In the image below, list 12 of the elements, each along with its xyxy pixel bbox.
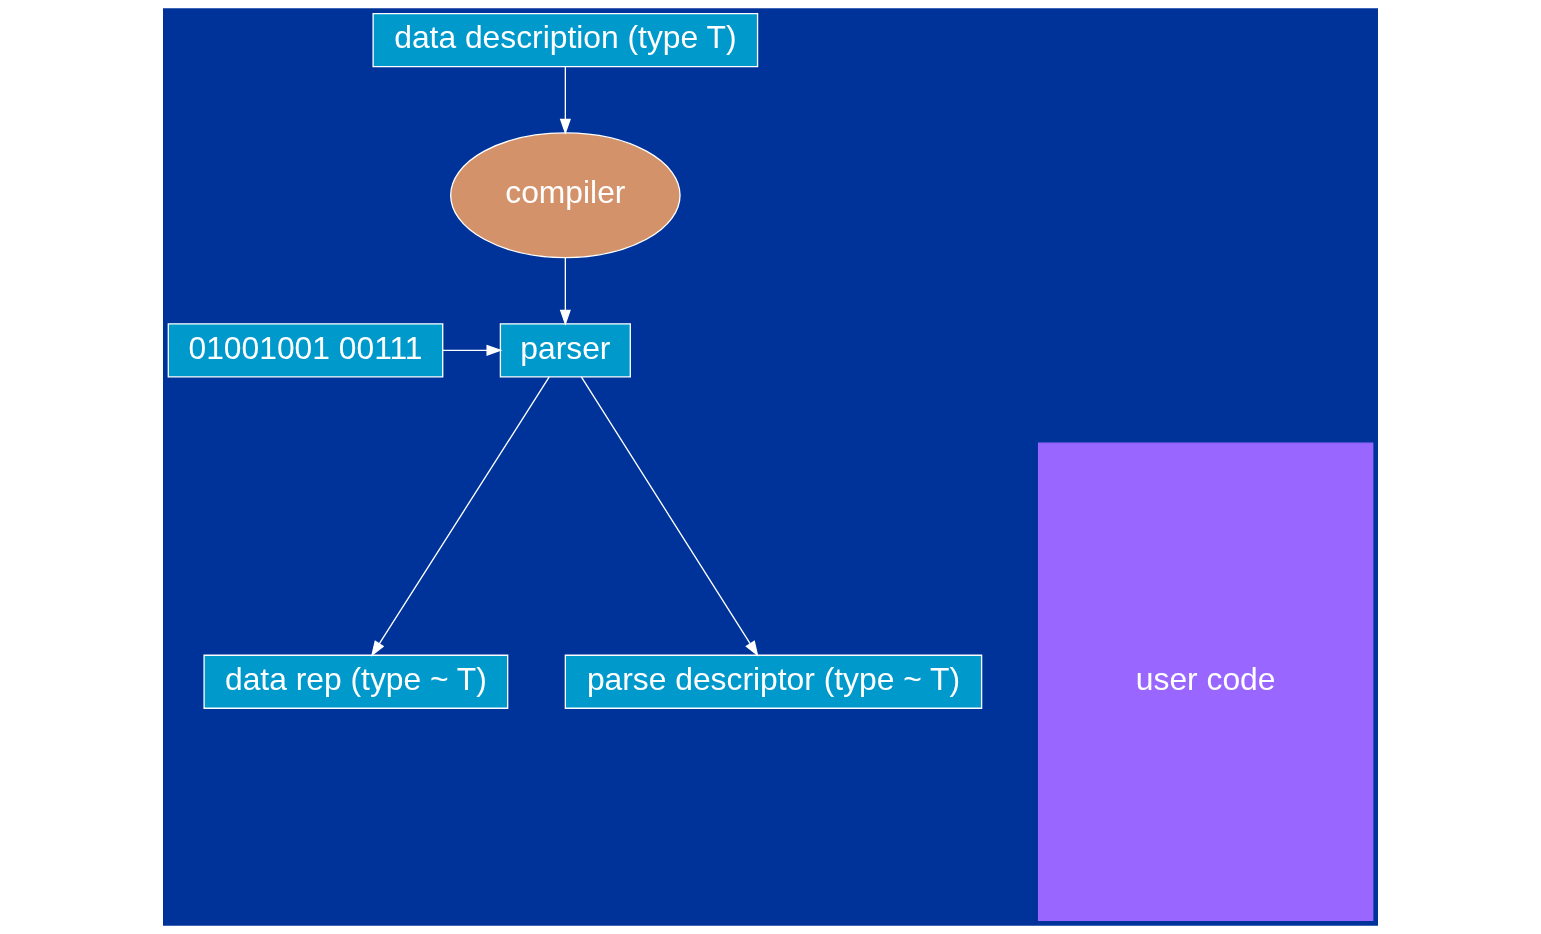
arrow: [370, 376, 550, 657]
node-box: parse descriptor (type ~ T): [564, 654, 983, 709]
arrow: [442, 344, 503, 356]
node-box: data description (type T): [372, 12, 759, 68]
node-box: parser: [499, 323, 631, 378]
node-box: user code: [1037, 442, 1374, 922]
arrow: [559, 66, 571, 135]
node-box: 01001001 00111: [167, 323, 444, 378]
arrow: [580, 376, 759, 657]
arrow: [559, 257, 571, 326]
node-box: data rep (type ~ T): [203, 654, 509, 709]
node-ellipse: compiler: [450, 132, 681, 259]
